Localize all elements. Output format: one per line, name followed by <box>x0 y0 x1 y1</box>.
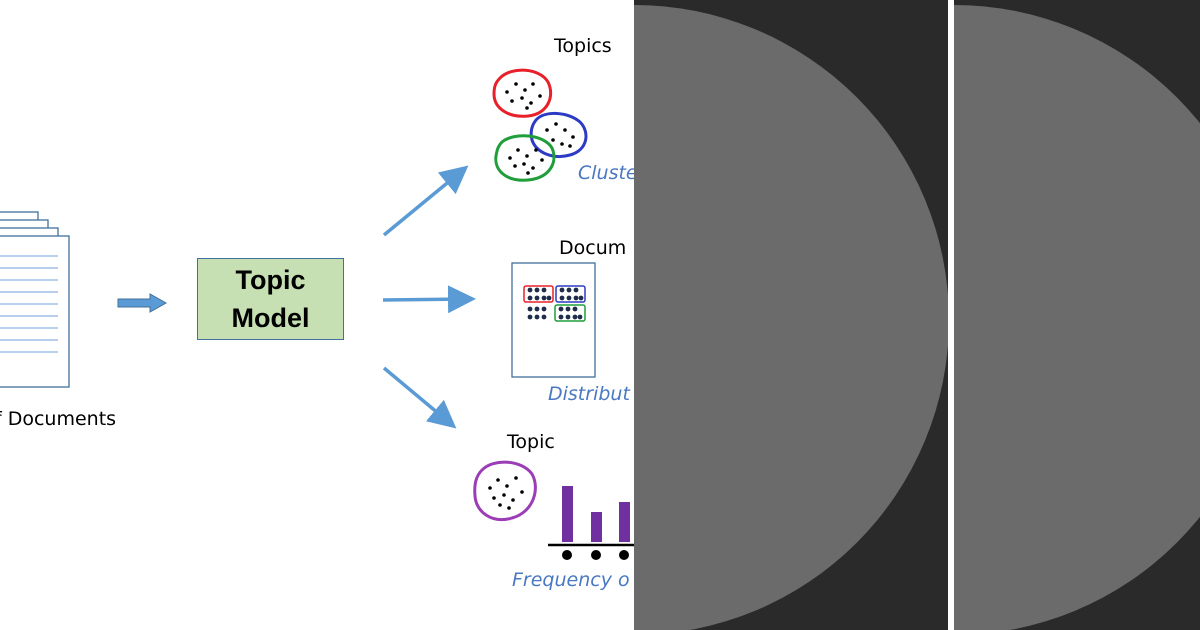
arrow-to-topics <box>382 165 469 237</box>
topic-cluster-icon <box>473 460 537 521</box>
topics-heading: Topics <box>554 35 612 57</box>
topic-clusters-icon <box>492 68 588 182</box>
half-circle-right <box>954 5 1200 630</box>
document-stack-icon <box>0 211 70 388</box>
topic-heading: Topic <box>507 431 555 453</box>
model-box-line2: Model <box>231 303 310 333</box>
distribution-caption: Distribut <box>548 383 630 405</box>
topic-model-box: Topic Model <box>197 258 344 340</box>
input-arrow-icon <box>117 293 168 313</box>
arrow-to-documents <box>382 285 476 314</box>
arrow-to-topic-frequency <box>382 366 457 429</box>
documents-heading: Docum <box>559 237 627 259</box>
overlay-panel-left <box>634 0 948 630</box>
word-frequency-bars <box>548 486 640 560</box>
documents-label: f Documents <box>0 408 117 430</box>
overlay-panel-right <box>954 0 1200 630</box>
model-box-line1: Topic <box>235 265 306 295</box>
document-distribution-icon <box>511 262 596 378</box>
half-circle-left <box>634 5 948 630</box>
frequency-caption: Frequency o <box>512 569 630 591</box>
clusters-caption: Cluste <box>578 162 638 184</box>
panel-divider <box>948 0 954 630</box>
